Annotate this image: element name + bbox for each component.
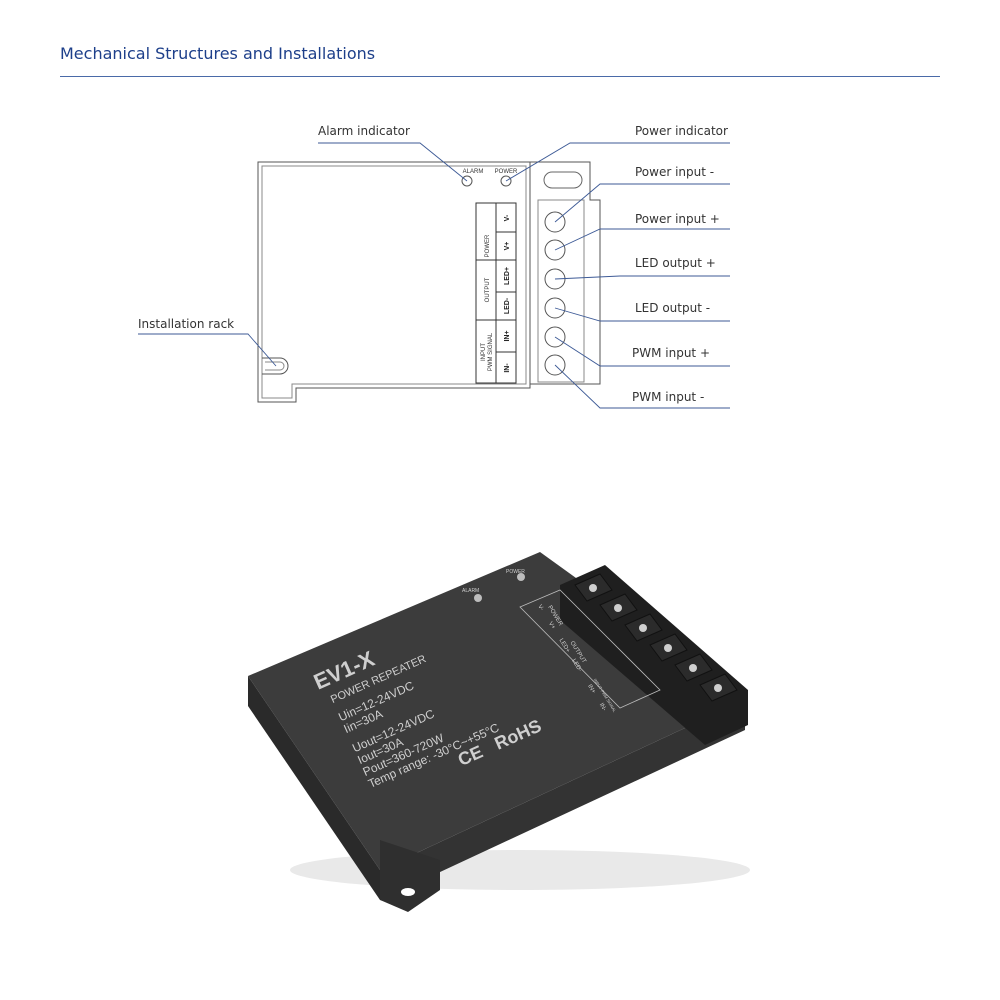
installation-rack-slot bbox=[262, 357, 289, 375]
drawing-group-output: OUTPUT bbox=[485, 277, 491, 302]
drawing-v-plus: V+ bbox=[504, 242, 511, 251]
callout-alarm-indicator: Alarm indicator bbox=[318, 124, 410, 138]
drawing-group-input: INPUT bbox=[481, 343, 487, 361]
callout-led-output-plus: LED output + bbox=[635, 256, 716, 270]
drawing-in-plus: IN+ bbox=[504, 330, 511, 341]
terminal-screw-3 bbox=[544, 268, 566, 290]
drawing-in-minus: IN- bbox=[504, 363, 511, 373]
terminal-screw-1 bbox=[544, 211, 566, 233]
terminal-screw-2 bbox=[544, 239, 566, 261]
product-left-side bbox=[248, 676, 380, 900]
product-mounting-tab bbox=[380, 840, 440, 912]
product-power-led-label: POWER bbox=[506, 569, 525, 575]
product-render bbox=[248, 552, 750, 912]
callout-lines bbox=[138, 142, 730, 409]
technical-drawing bbox=[257, 161, 601, 403]
drawing-power-label: POWER bbox=[495, 169, 518, 175]
callout-installation-rack: Installation rack bbox=[138, 317, 234, 331]
drawing-group-pwm: PWM SIGNAL bbox=[488, 332, 494, 371]
callout-pwm-input-plus: PWM input + bbox=[632, 346, 710, 360]
product-front-side bbox=[380, 700, 745, 900]
drawing-v-minus: V- bbox=[504, 214, 511, 221]
callout-pwm-input-minus: PWM input - bbox=[632, 390, 704, 404]
drawing-alarm-label: ALARM bbox=[463, 169, 484, 175]
product-label-v-minus: V- bbox=[536, 604, 544, 612]
drawing-led-minus: LED- bbox=[504, 297, 511, 314]
title-divider bbox=[60, 76, 940, 77]
terminal-screw-5 bbox=[544, 326, 566, 348]
housing-inner-outline bbox=[261, 165, 527, 399]
callout-power-input-minus: Power input - bbox=[635, 165, 714, 179]
product-label-v-plus: V+ bbox=[547, 621, 556, 631]
callout-power-input-plus: Power input + bbox=[635, 212, 720, 226]
terminal-block-outline bbox=[530, 161, 601, 385]
terminal-screw-4 bbox=[544, 297, 566, 319]
drawing-led-plus: LED+ bbox=[504, 267, 511, 285]
alarm-led-circle bbox=[461, 175, 473, 187]
product-label-in-minus: IN- bbox=[598, 702, 607, 712]
page-title: Mechanical Structures and Installations bbox=[60, 44, 376, 63]
power-led-circle bbox=[500, 175, 512, 187]
product-alarm-led-label: ALARM bbox=[462, 588, 479, 594]
callout-power-indicator: Power indicator bbox=[635, 124, 728, 138]
drawing-group-power: POWER bbox=[485, 234, 491, 257]
terminal-screw-6 bbox=[544, 354, 566, 376]
product-label-in-plus: IN+ bbox=[586, 684, 596, 696]
callout-led-output-minus: LED output - bbox=[635, 301, 710, 315]
